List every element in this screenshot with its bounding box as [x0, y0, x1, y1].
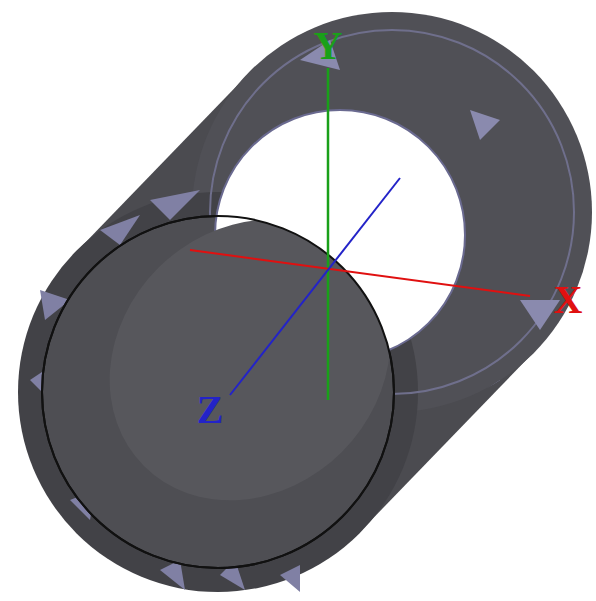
- y-axis: [327, 68, 330, 400]
- interior-surface: [52, 162, 448, 558]
- z-axis: [230, 178, 400, 395]
- front-opening-edge: [42, 216, 394, 568]
- x-axis: [190, 250, 530, 296]
- z-axis-label: Z: [197, 390, 224, 430]
- y-axis-label: Y: [314, 26, 343, 66]
- x-axis-label: X: [554, 280, 583, 320]
